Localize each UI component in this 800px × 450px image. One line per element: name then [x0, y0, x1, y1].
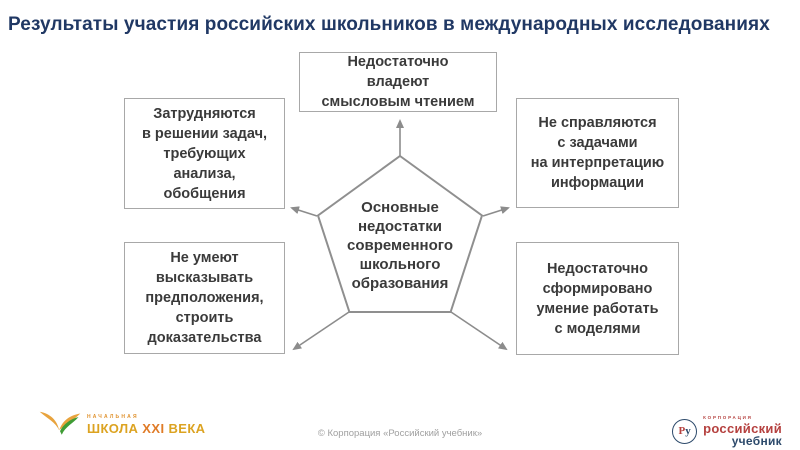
arrow-lower-right [450, 311, 508, 351]
publisher-logo-line1: российский [703, 420, 782, 436]
box-models: Недостаточно сформировано умение работат… [516, 242, 679, 355]
footer: НАЧАЛЬНАЯ ШКОЛА XXI ВЕКА © Корпорация «Р… [0, 400, 800, 450]
arrow-upper-left [290, 206, 318, 217]
page-title: Результаты участия российских школьников… [8, 14, 770, 35]
school-xxi-logo: НАЧАЛЬНАЯ ШКОЛА XXI ВЕКА [38, 410, 205, 440]
school-logo-words: НАЧАЛЬНАЯ ШКОЛА XXI ВЕКА [87, 414, 206, 436]
publisher-logo-words: КОРПОРАЦИЯ российский учебник [703, 415, 782, 448]
pentagon-label: Основные недостатки современного школьно… [347, 199, 453, 292]
arrow-lower-left [292, 311, 350, 351]
bird-logo-icon [39, 411, 81, 435]
school-logo-main-label: ШКОЛА XXI ВЕКА [87, 421, 206, 436]
box-interpretation: Не справляются с задачами на интерпретац… [516, 98, 679, 208]
copyright-text: © Корпорация «Российский учебник» [317, 428, 483, 439]
arrow-upper-right [482, 206, 510, 217]
publisher-logo-tiny-label: КОРПОРАЦИЯ [703, 415, 753, 420]
box-analysis: Затрудняются в решении задач, требующих … [124, 98, 285, 209]
box-hypotheses: Не умеют высказывать предположения, стро… [124, 242, 285, 354]
publisher-logo-line2: учебник [731, 433, 782, 448]
box-reading: Недостаточно владеют смысловым чтением [299, 52, 497, 112]
school-logo-tiny-label: НАЧАЛЬНАЯ [87, 414, 139, 420]
pentagon-shape [316, 154, 484, 313]
